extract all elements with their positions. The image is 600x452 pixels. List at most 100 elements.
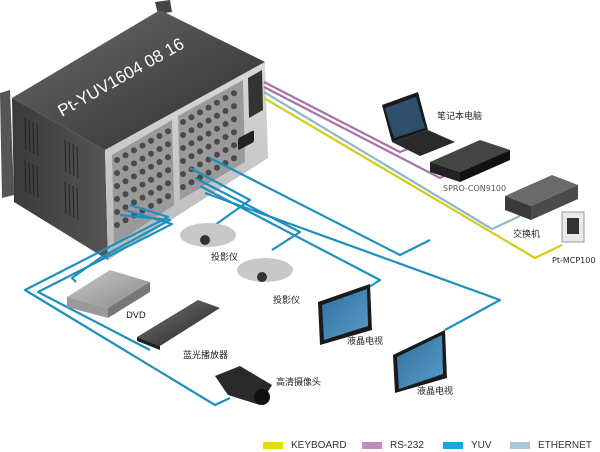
bnc-connector	[214, 125, 220, 132]
bnc-connector	[197, 122, 203, 129]
bnc-connector	[180, 132, 186, 138]
legend-label-ethernet: ETHERNET	[538, 440, 592, 451]
bnc-connector	[188, 153, 195, 160]
bnc-connector	[222, 147, 229, 153]
bnc-connector	[156, 172, 163, 178]
bnc-connector	[165, 128, 171, 135]
bnc-connector	[165, 193, 171, 200]
bnc-connector	[131, 147, 137, 154]
bnc-connector	[114, 222, 120, 228]
bnc-connector	[180, 145, 186, 151]
bnc-connector	[222, 95, 229, 101]
bnc-connector	[156, 159, 163, 165]
bnc-connector	[139, 181, 146, 188]
legend-item-keyboard: KEYBOARD	[263, 440, 347, 451]
bnc-connector	[131, 199, 137, 206]
lcd-2-label: 液晶电视	[417, 387, 454, 397]
bnc-connector	[114, 157, 120, 163]
bnc-connector	[231, 142, 237, 149]
bnc-connector	[205, 117, 212, 124]
bnc-connector	[231, 155, 237, 162]
bnc-connector	[188, 179, 195, 186]
bnc-connector	[180, 184, 186, 190]
bnc-connector	[122, 178, 129, 185]
bnc-connector	[197, 148, 203, 155]
bnc-connector	[148, 189, 154, 196]
cables	[23, 81, 563, 407]
projector-1-device	[180, 223, 236, 247]
projector-2-device	[237, 258, 293, 282]
bnc-connector	[148, 202, 154, 209]
bnc-connector	[114, 183, 120, 189]
bnc-connector	[131, 160, 137, 167]
bnc-connector	[148, 176, 154, 183]
camera-device	[215, 366, 272, 405]
bnc-connector	[156, 133, 163, 139]
bnc-connector	[197, 109, 203, 116]
yuv-cable-bluray	[36, 208, 174, 351]
legend-item-yuv: YUV	[443, 440, 492, 451]
projector-1-label: 投影仪	[211, 253, 239, 263]
yuv-cable-lcd2	[204, 191, 502, 331]
bnc-connector	[122, 152, 129, 159]
legend-swatch-yuv	[443, 442, 463, 449]
bnc-connector	[214, 99, 220, 106]
bnc-connector	[139, 142, 146, 149]
bnc-connector	[222, 121, 229, 127]
bnc-connector	[231, 103, 237, 110]
bnc-connector	[205, 143, 212, 150]
bnc-connector	[222, 134, 229, 140]
bnc-connector	[156, 146, 163, 152]
bnc-connector	[188, 114, 195, 121]
bnc-connector	[214, 164, 220, 171]
laptop-label: 笔记本电脑	[437, 112, 483, 122]
yuv-cable-camera	[23, 203, 231, 407]
projector-2-label: 投影仪	[273, 296, 301, 306]
switch-label: 交换机	[513, 230, 541, 240]
legend: KEYBOARD RS-232 YUV ETHERNET	[0, 440, 600, 452]
legend-item-ethernet: ETHERNET	[510, 440, 592, 451]
lcd-1-label: 液晶电视	[347, 337, 384, 347]
bnc-connector	[122, 191, 129, 198]
bnc-connector	[148, 150, 154, 157]
bnc-connector	[188, 140, 195, 147]
bnc-connector	[214, 112, 220, 119]
bnc-connector	[122, 217, 129, 224]
control-panel-device	[561, 211, 585, 243]
bnc-connector	[197, 161, 203, 168]
bnc-connector	[231, 90, 237, 97]
bnc-connector	[122, 204, 129, 211]
dvd-label: DVD	[126, 311, 146, 321]
yuv-cable-out-extra	[209, 157, 431, 257]
legend-label-keyboard: KEYBOARD	[291, 440, 347, 451]
bnc-connector	[131, 173, 137, 180]
bnc-connector	[131, 186, 137, 193]
bnc-connector	[214, 151, 220, 158]
bnc-connector	[156, 198, 163, 204]
bnc-connector	[214, 138, 220, 145]
lcd-tv-1-device	[318, 284, 372, 345]
bnc-connector	[122, 165, 129, 172]
bnc-connector	[180, 158, 186, 164]
bluray-label: 蓝光播放器	[183, 351, 229, 361]
bnc-connector	[139, 168, 146, 175]
bnc-connector	[148, 137, 154, 144]
controller-device	[430, 140, 510, 182]
bnc-connector	[205, 104, 212, 111]
bnc-connector	[114, 209, 120, 215]
bnc-connector	[188, 127, 195, 134]
camera-label: 高清摄像头	[276, 378, 322, 388]
bnc-connector	[114, 196, 120, 202]
bnc-connector	[139, 194, 146, 201]
legend-item-rs232: RS-232	[362, 440, 424, 451]
bnc-connector	[148, 163, 154, 170]
keyboard-cable-panel	[263, 97, 563, 260]
yuv-cable-projector2	[194, 177, 302, 251]
legend-label-rs232: RS-232	[390, 440, 424, 451]
network-switch-device	[505, 175, 578, 220]
bnc-connector	[231, 116, 237, 123]
bnc-connector	[180, 119, 186, 125]
bnc-connector	[165, 154, 171, 161]
ethernet-cable-switch	[263, 91, 521, 231]
